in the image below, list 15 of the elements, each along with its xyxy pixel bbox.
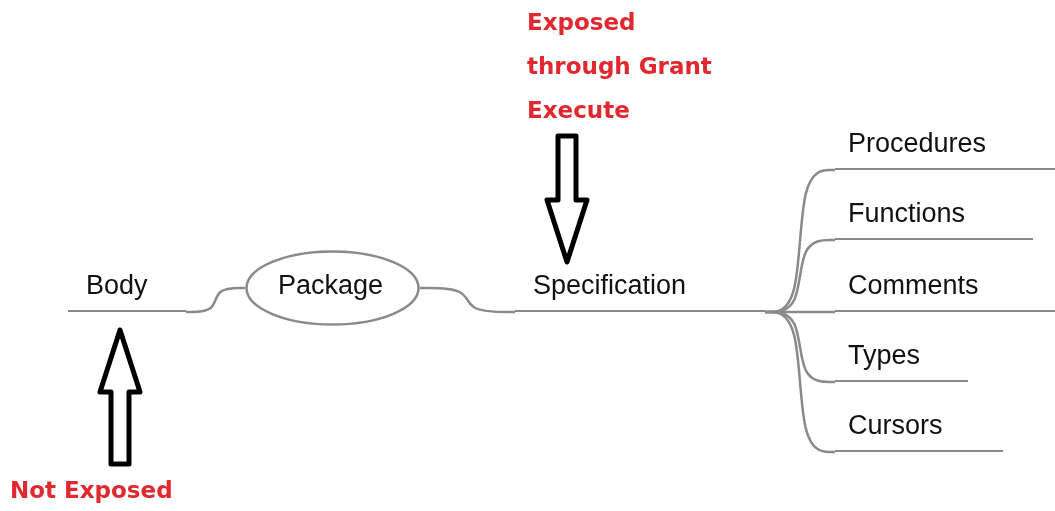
node-label: Types bbox=[848, 340, 921, 371]
node-label: Functions bbox=[848, 198, 966, 229]
node-label: Cursors bbox=[848, 410, 943, 441]
connector-line bbox=[420, 286, 515, 314]
connector-line bbox=[765, 310, 835, 454]
node-label: Specification bbox=[533, 270, 687, 301]
annotation-text: Exposed through Grant Execute bbox=[527, 8, 713, 125]
node-label: Body bbox=[86, 270, 148, 301]
block-arrow bbox=[97, 327, 143, 467]
connector-line bbox=[186, 286, 245, 314]
block-arrow bbox=[544, 133, 590, 265]
node-label: Procedures bbox=[848, 128, 987, 159]
node-label: Comments bbox=[848, 270, 979, 301]
annotation-text: Not Exposed bbox=[10, 476, 174, 505]
node-label: Package bbox=[278, 270, 384, 301]
